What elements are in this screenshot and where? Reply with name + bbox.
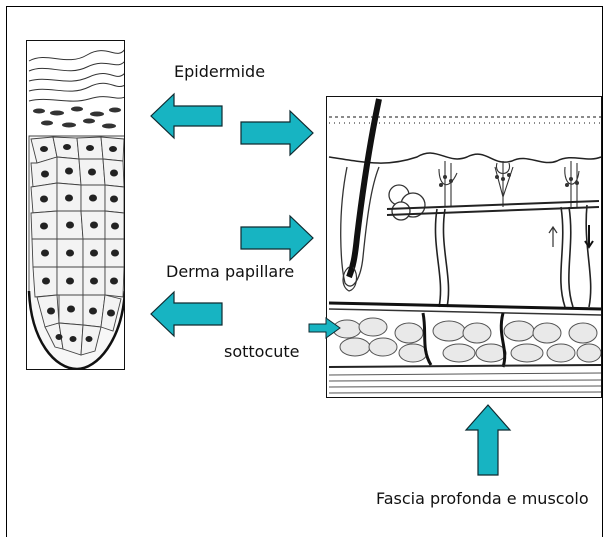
arrow-right-upper bbox=[241, 111, 313, 155]
arrow-small-sottocute bbox=[309, 318, 340, 338]
arrow-right-middle bbox=[241, 216, 313, 260]
arrow-left-lower bbox=[151, 292, 222, 336]
arrow-left-upper bbox=[151, 94, 222, 138]
arrow-up-fascia bbox=[466, 405, 510, 475]
